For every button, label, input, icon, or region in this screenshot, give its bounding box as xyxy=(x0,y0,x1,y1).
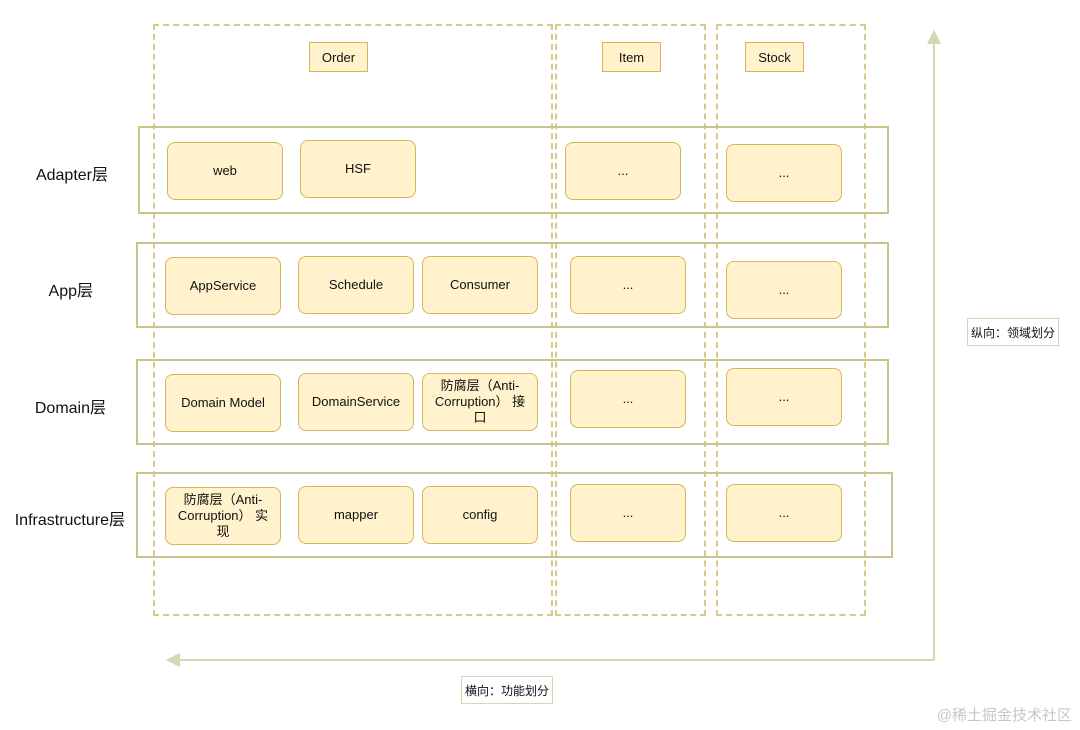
infra-mapper-box: mapper xyxy=(298,486,414,544)
horizontal-axis-arrow-icon xyxy=(165,653,934,667)
row-label-domain: Domain层 xyxy=(34,400,106,417)
infra-config-box: config xyxy=(422,486,538,544)
domain-layer-row xyxy=(136,359,889,445)
infra-stock-box: ... xyxy=(726,484,842,542)
row-label-infrastructure: Infrastructure层 xyxy=(14,512,125,529)
app-appservice-box: AppService xyxy=(165,257,281,315)
watermark: @稀土掘金技术社区 xyxy=(936,707,1072,724)
adapter-web-box: web xyxy=(167,142,283,200)
infra-anticorruption-impl-box: 防腐层（Anti-Corruption） 实现 xyxy=(165,487,281,545)
domain-service-box: DomainService xyxy=(298,373,414,431)
adapter-hsf-box: HSF xyxy=(300,140,416,198)
vertical-axis-arrow-icon xyxy=(927,29,941,660)
stock-column xyxy=(716,24,866,616)
infrastructure-layer-row xyxy=(136,472,893,558)
domain-item-box: ... xyxy=(570,370,686,428)
domain-stock-box: ... xyxy=(726,368,842,426)
row-label-app: App层 xyxy=(48,283,93,300)
column-header-stock: Stock xyxy=(745,42,804,72)
adapter-stock-box: ... xyxy=(726,144,842,202)
column-header-order: Order xyxy=(309,42,368,72)
app-consumer-box: Consumer xyxy=(422,256,538,314)
domain-model-box: Domain Model xyxy=(165,374,281,432)
app-schedule-box: Schedule xyxy=(298,256,414,314)
app-stock-box: ... xyxy=(726,261,842,319)
column-header-item: Item xyxy=(602,42,661,72)
infra-item-box: ... xyxy=(570,484,686,542)
vertical-axis-note: 纵向：领域划分 xyxy=(967,318,1059,346)
adapter-layer-row xyxy=(138,126,889,214)
app-layer-row xyxy=(136,242,889,328)
horizontal-axis-note: 横向：功能划分 xyxy=(461,676,553,704)
row-label-adapter: Adapter层 xyxy=(35,167,108,184)
domain-anticorruption-interface-box: 防腐层（Anti-Corruption） 接口 xyxy=(422,373,538,431)
app-item-box: ... xyxy=(570,256,686,314)
order-column xyxy=(153,24,553,616)
adapter-item-box: ... xyxy=(565,142,681,200)
item-column xyxy=(555,24,706,616)
